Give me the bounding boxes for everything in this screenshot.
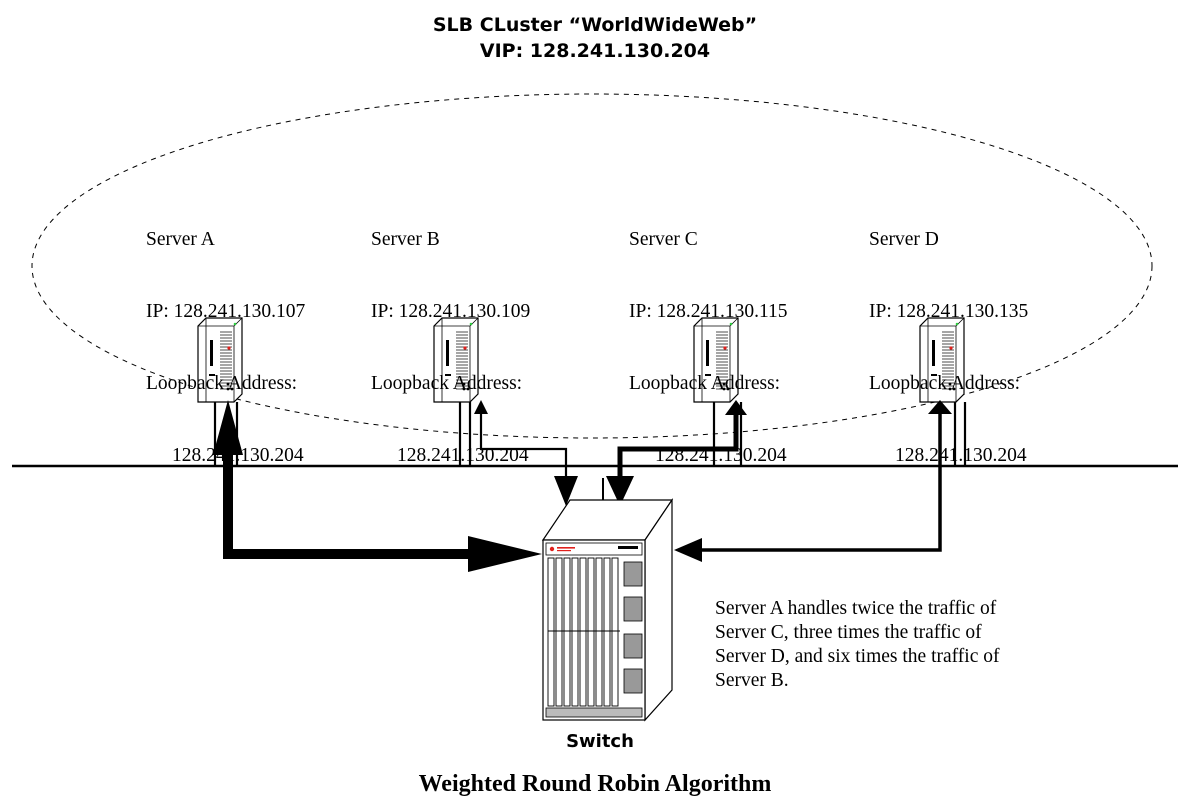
server-a-loopback: 128.241.130.204 <box>172 445 304 466</box>
server-a-name: Server A <box>146 229 215 250</box>
server-b-loopback: 128.241.130.204 <box>397 445 529 466</box>
traffic-path-server-c <box>606 400 747 506</box>
cluster-boundary <box>31 93 1153 439</box>
server-c-name: Server C <box>629 229 698 250</box>
server-c-label: Server C IP: 128.241.130.115 Loopback Ad… <box>629 180 788 516</box>
switch-label: Switch <box>566 731 634 752</box>
traffic-path-server-a <box>213 400 542 572</box>
server-b-loopback-label: Loopback Address: <box>371 373 523 394</box>
server-a-ip: IP: 128.241.130.107 <box>146 301 306 322</box>
cluster-vip: VIP: 128.241.130.204 <box>479 40 711 62</box>
cluster-title: SLB CLuster “WorldWideWeb” <box>432 14 758 36</box>
server-a-label: Server A IP: 128.241.130.107 Loopback Ad… <box>146 180 305 516</box>
server-c-loopback: 128.241.130.204 <box>655 445 787 466</box>
server-d-loopback-label: Loopback Address: <box>869 373 1021 394</box>
server-d-ip: IP: 128.241.130.135 <box>869 301 1029 322</box>
server-a-loopback-label: Loopback Address: <box>146 373 298 394</box>
server-c-loopback-label: Loopback Address: <box>629 373 781 394</box>
server-d-name: Server D <box>869 229 939 250</box>
server-b-name: Server B <box>371 229 440 250</box>
server-c-ip: IP: 128.241.130.115 <box>629 301 788 322</box>
traffic-path-server-b <box>474 400 578 506</box>
server-d-loopback: 128.241.130.204 <box>895 445 1027 466</box>
traffic-note: Server A handles twice the traffic of Se… <box>715 598 1000 691</box>
traffic-path-server-d <box>674 400 952 562</box>
server-d-label: Server D IP: 128.241.130.135 Loopback Ad… <box>869 180 1028 516</box>
server-b-ip: IP: 128.241.130.109 <box>371 301 531 322</box>
server-b-label: Server B IP: 128.241.130.109 Loopback Ad… <box>371 180 530 516</box>
switch-chassis <box>541 498 674 722</box>
figure-caption: Weighted Round Robin Algorithm <box>418 771 772 797</box>
